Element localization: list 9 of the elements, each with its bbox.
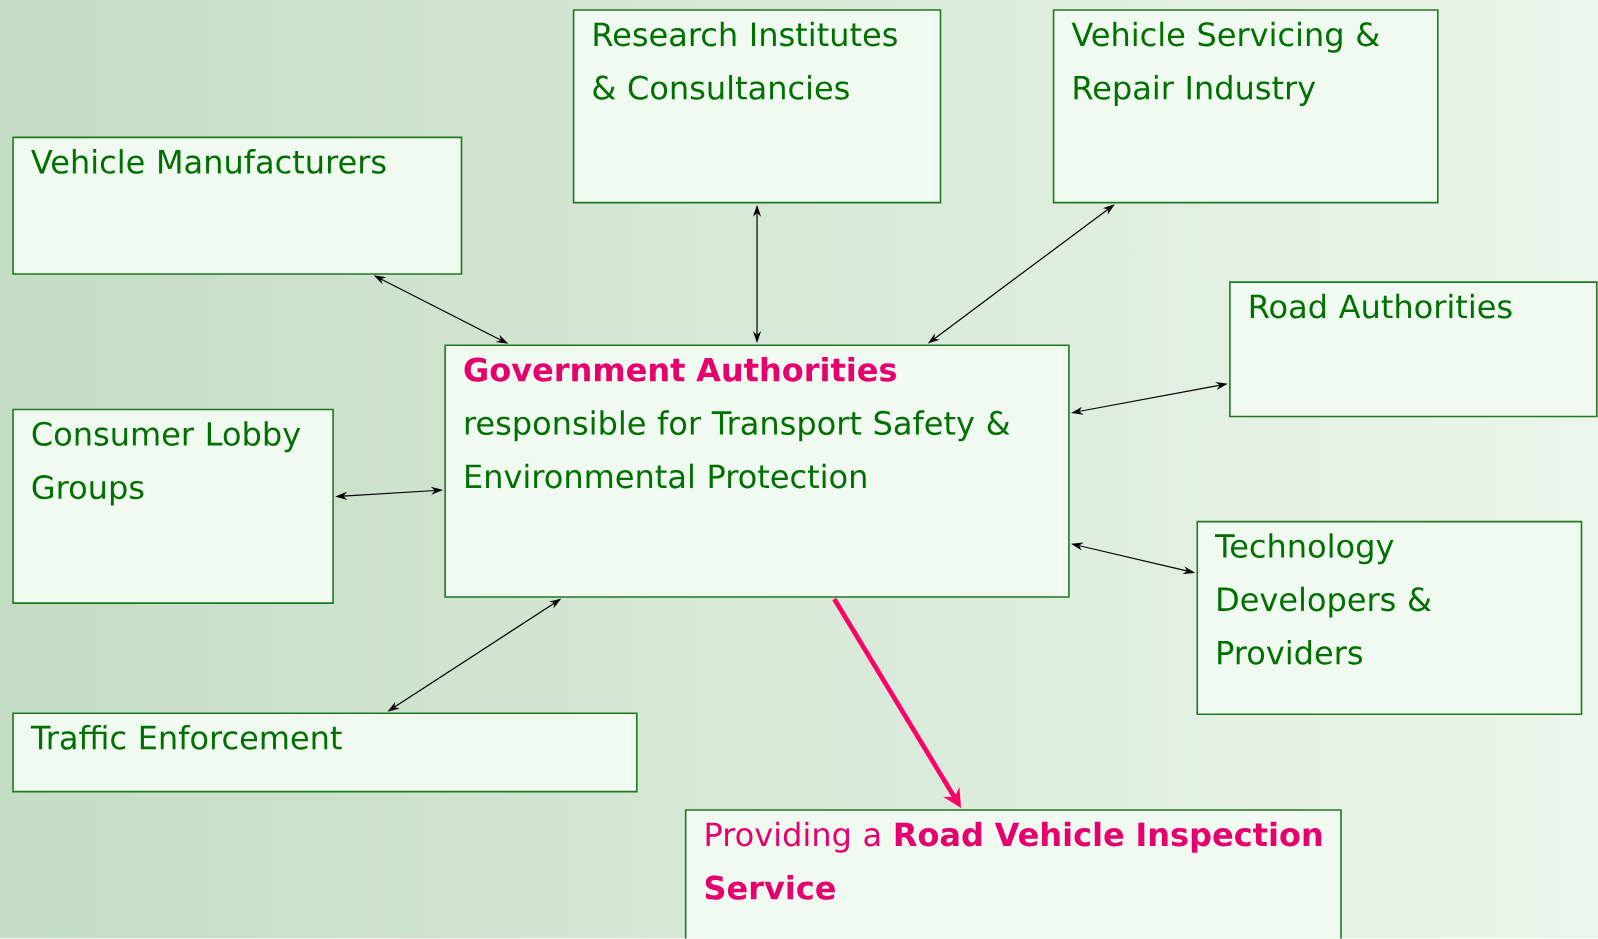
text-box: Road Authorities: [1229, 281, 1598, 418]
text-box: Consumer Lobby Groups: [12, 408, 334, 605]
text-box: Vehicle Servicing & Repair Industry: [1052, 9, 1439, 204]
text-box: Traffic Enforcement: [12, 712, 638, 793]
text-box: Technology Developers & Providers: [1196, 520, 1583, 716]
text-box: Government Authorities responsible for Transport Safety & Environmental Protection: [444, 344, 1070, 598]
text-box: Research Institutes & Consultancies: [572, 9, 942, 204]
text-box: Providing a Road Vehicle Inspection Service: [684, 809, 1342, 939]
text-box: Vehicle Manufacturers: [12, 136, 463, 275]
